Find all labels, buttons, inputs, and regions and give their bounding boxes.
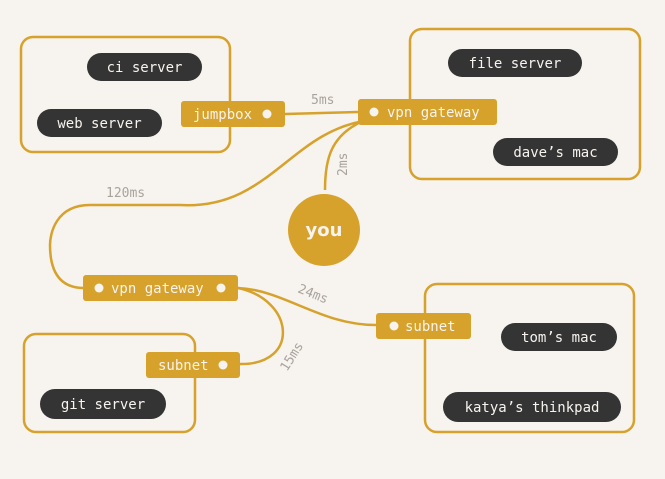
host-web-server[interactable]: web server [37, 109, 162, 137]
host-file-server-label: file server [469, 56, 562, 72]
host-daves-mac[interactable]: dave’s mac [493, 138, 618, 166]
you-node[interactable]: you [288, 194, 360, 266]
port-dot [369, 107, 379, 117]
port-dot [218, 360, 228, 370]
latency-label-2ms: 2ms [336, 153, 351, 176]
host-toms-mac-label: tom’s mac [521, 330, 597, 346]
host-katyas-thinkpad[interactable]: katya’s thinkpad [443, 392, 621, 422]
link-jumpbox-vpn-top [284, 110, 359, 116]
group-box-git [22, 332, 197, 434]
group-box-tom-katya [423, 282, 636, 434]
gateway-subnet-left-label: subnet [158, 358, 209, 374]
latency-label-24ms: 24ms [296, 282, 331, 308]
port-dot [216, 283, 226, 293]
latency-label-5ms: 5ms [311, 93, 334, 108]
host-git-server-label: git server [61, 397, 145, 413]
link-you-vpn-top [323, 118, 366, 191]
host-file-server[interactable]: file server [448, 49, 582, 77]
link-vpn-top-vpn-left [48, 118, 371, 290]
gateway-vpn-left-label: vpn gateway [111, 281, 204, 297]
gateway-jumpbox[interactable]: jumpbox [181, 101, 285, 127]
host-web-server-label: web server [57, 116, 141, 132]
group-box-ci-web [19, 35, 232, 154]
gateway-subnet-right-label: subnet [405, 319, 456, 335]
latency-label-120ms: 120ms [106, 186, 145, 201]
gateway-subnet-right[interactable]: subnet [376, 313, 471, 339]
gateway-subnet-left[interactable]: subnet [146, 352, 240, 378]
link-vpn-left-subnet-left [237, 286, 285, 366]
gateway-jumpbox-label: jumpbox [193, 107, 252, 123]
host-ci-server-label: ci server [107, 60, 183, 76]
host-ci-server[interactable]: ci server [87, 53, 202, 81]
link-vpn-left-subnet-right [237, 286, 377, 327]
port-dot [94, 283, 104, 293]
host-katyas-thinkpad-label: katya’s thinkpad [465, 400, 600, 416]
port-dot [389, 321, 399, 331]
port-dot [262, 109, 272, 119]
host-git-server[interactable]: git server [40, 389, 166, 419]
latency-label-15ms: 15ms [278, 340, 307, 375]
you-label: you [306, 220, 343, 241]
gateway-vpn-top-label: vpn gateway [387, 105, 480, 121]
gateway-vpn-top[interactable]: vpn gateway [358, 99, 497, 125]
host-daves-mac-label: dave’s mac [513, 145, 597, 161]
host-toms-mac[interactable]: tom’s mac [501, 323, 617, 351]
gateway-vpn-left[interactable]: vpn gateway [83, 275, 238, 301]
